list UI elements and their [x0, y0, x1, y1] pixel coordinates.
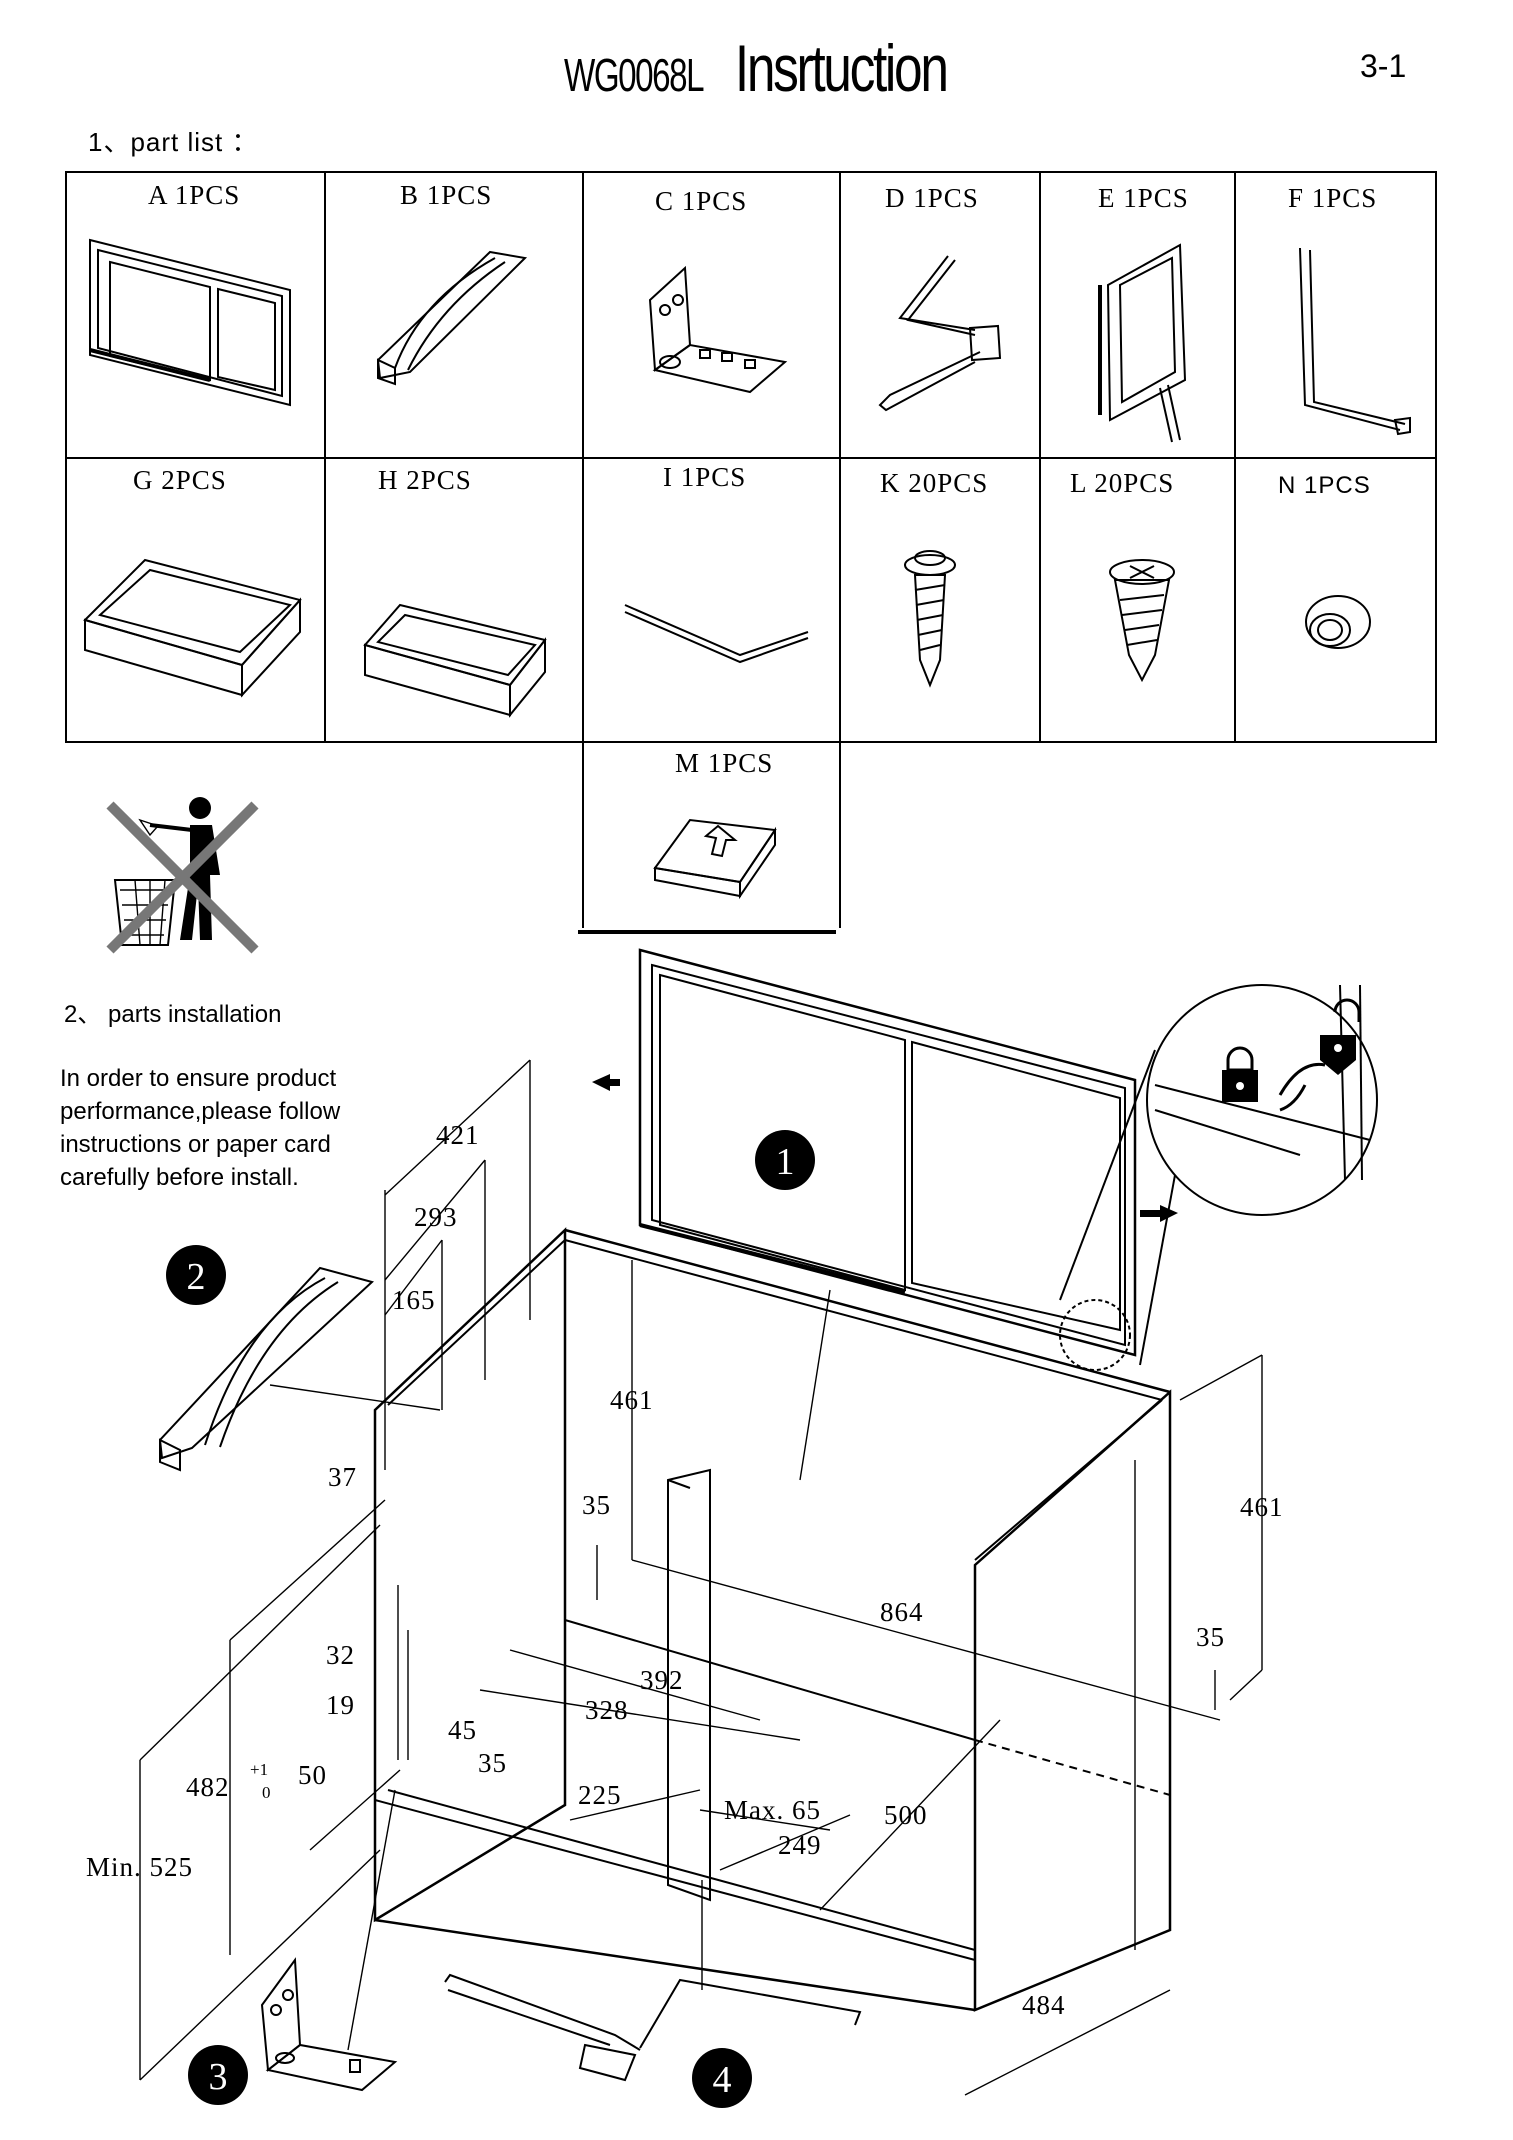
dim-165: 165 [392, 1285, 436, 1315]
unlock-icon [1320, 998, 1361, 1075]
model-code: WG0068L [563, 49, 704, 101]
part-label-f: F 1PCS [1288, 183, 1378, 213]
no-litter-icon [106, 797, 259, 954]
installation-note: In order to ensure product performance,p… [60, 1065, 341, 1191]
rotate-arrow-back-icon [1279, 1084, 1307, 1112]
part-k-screw-illustration [904, 550, 956, 688]
step-badge-1: 1 [755, 1130, 815, 1190]
dimension-lines [139, 1059, 1263, 2096]
part-l-screw-illustration [1109, 559, 1175, 683]
part-label-k: K 20PCS [880, 468, 989, 498]
svg-text:2: 2 [187, 1256, 206, 1298]
part-n-grommet-illustration [1305, 595, 1371, 649]
dim-min-525: Min. 525 [86, 1852, 194, 1882]
dim-tolerance-plus: +1 [250, 1760, 269, 1779]
dim-293: 293 [414, 1202, 458, 1232]
dim-50: 50 [298, 1760, 327, 1790]
svg-text:1: 1 [776, 1141, 795, 1183]
dim-249: 249 [778, 1830, 822, 1860]
part-label-l: L 20PCS [1070, 468, 1175, 498]
arrow-left-icon [592, 1074, 620, 1091]
dim-864: 864 [880, 1597, 924, 1627]
assembly-rail-2 [158, 1266, 441, 1472]
part-f-lbracket-illustration [1299, 247, 1411, 436]
dim-35-small: 35 [478, 1748, 507, 1778]
dim-328: 328 [585, 1695, 629, 1725]
svg-text:3: 3 [209, 2056, 228, 2098]
dim-421: 421 [436, 1120, 480, 1150]
dim-500: 500 [884, 1800, 928, 1830]
part-label-e: E 1PCS [1098, 183, 1189, 213]
part-m-cap-illustration [653, 818, 777, 900]
dim-35-left: 35 [582, 1490, 611, 1520]
part-label-g: G 2PCS [133, 465, 227, 495]
cabinet-body [373, 1227, 1172, 2012]
dim-tolerance-zero: 0 [262, 1783, 271, 1802]
part-i-wire-illustration [624, 604, 809, 664]
assembly-frame-1 [638, 948, 1137, 1357]
part-a-frame-illustration [89, 238, 291, 407]
step-badge-3: 3 [188, 2045, 248, 2105]
part-table-grid [65, 171, 1437, 934]
dim-484: 484 [1022, 1990, 1066, 2020]
step-badge-2: 2 [166, 1245, 226, 1305]
installation-heading: 2、 parts installation [64, 1001, 282, 1028]
dim-37: 37 [328, 1462, 357, 1492]
dim-392: 392 [640, 1665, 684, 1695]
part-h-tray-illustration [363, 603, 547, 718]
part-label-m: M 1PCS [675, 748, 774, 778]
dim-max-65: Max. 65 [724, 1795, 821, 1825]
part-label-b: B 1PCS [400, 180, 493, 210]
part-label-i: I 1PCS [663, 462, 747, 492]
step-badge-4: 4 [692, 2048, 752, 2108]
assembly-stay-4 [444, 1880, 862, 2082]
dim-45: 45 [448, 1715, 477, 1745]
part-label-a: A 1PCS [148, 180, 241, 210]
dim-35-right: 35 [1196, 1622, 1225, 1652]
dim-461-left: 461 [610, 1385, 654, 1415]
title-word: Insrtuction [734, 31, 949, 105]
dim-32: 32 [326, 1640, 355, 1670]
svg-text:4: 4 [713, 2059, 732, 2101]
part-c-bracket-illustration [648, 265, 788, 394]
part-label-h: H 2PCS [378, 465, 472, 495]
part-label-n: N 1PCS [1278, 472, 1371, 499]
dim-19: 19 [326, 1690, 355, 1720]
part-label-d: D 1PCS [885, 183, 979, 213]
dim-482: 482 [186, 1772, 230, 1802]
part-b-rail-illustration [376, 250, 528, 386]
part-e-frame-illustration [1098, 243, 1187, 443]
part-g-tray-illustration [83, 558, 302, 698]
lock-detail-callout [1059, 984, 1378, 1371]
dim-225: 225 [578, 1780, 622, 1810]
part-label-c: C 1PCS [655, 186, 748, 216]
assembly-bracket-3 [260, 1789, 398, 2092]
rotate-arrow-icon [1278, 1062, 1326, 1096]
arrow-right-icon [1140, 1205, 1178, 1222]
page-number: 3-1 [1360, 48, 1407, 84]
page-title: WG0068L Insrtuction [0, 30, 1513, 106]
lock-icon [1222, 1046, 1258, 1102]
part-list-heading: 1、part list ： [88, 127, 259, 157]
part-d-stay-illustration [878, 255, 1002, 412]
dim-461-right: 461 [1240, 1492, 1284, 1522]
